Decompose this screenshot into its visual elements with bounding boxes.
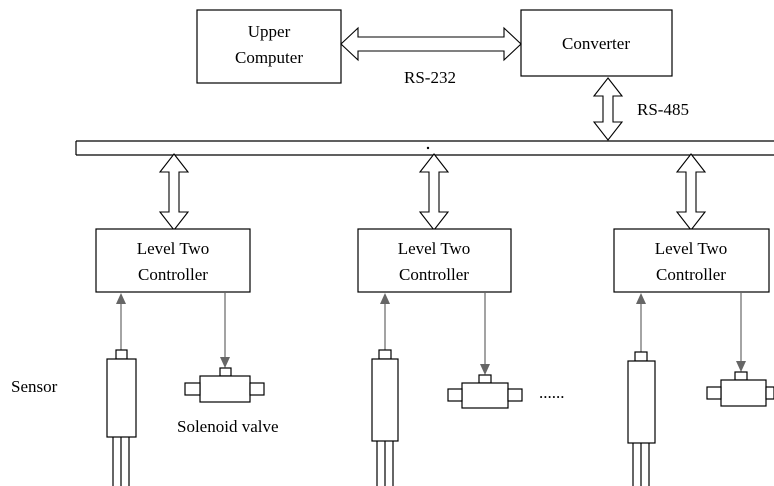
solenoid-valve-3 — [706, 371, 774, 407]
rs232-arrow — [340, 26, 522, 62]
controller-2: Level Two Controller — [357, 228, 512, 293]
signal-arrows — [116, 292, 746, 375]
upper-computer-label-line1: Upper — [248, 22, 291, 41]
controller-3-label-line2: Controller — [656, 265, 726, 284]
controller-3: Level Two Controller — [613, 228, 770, 293]
solenoid-valve-label: Solenoid valve — [177, 417, 279, 436]
sensor-3 — [627, 351, 656, 486]
sensor-label: Sensor — [11, 377, 58, 396]
solenoid-valve-1 — [184, 367, 265, 403]
controller-1-label-line2: Controller — [138, 265, 208, 284]
upper-computer-node: Upper Computer — [196, 9, 342, 84]
converter-box — [520, 9, 673, 77]
rs485-arrow — [592, 77, 624, 141]
controller-1-label-line1: Level Two — [137, 239, 210, 258]
rs232-label: RS-232 — [404, 68, 456, 87]
sensor-2 — [371, 349, 399, 486]
controller-3-box — [613, 228, 770, 293]
controller-2-label-line2: Controller — [399, 265, 469, 284]
rs485-label: RS-485 — [637, 100, 689, 119]
bus-bar — [75, 140, 774, 156]
converter-node: Converter — [520, 9, 673, 77]
upper-computer-box — [196, 9, 342, 84]
bus-arrow-1 — [159, 153, 189, 231]
controller-3-label-line1: Level Two — [655, 239, 728, 258]
controller-2-label-line1: Level Two — [398, 239, 471, 258]
bus-arrow-3 — [676, 153, 706, 231]
bus-arrow-2 — [419, 153, 449, 231]
controller-2-box — [357, 228, 512, 293]
sensor-1 — [106, 349, 137, 486]
converter-label: Converter — [562, 34, 630, 53]
upper-computer-label-line2: Computer — [235, 48, 303, 67]
controller-1-box — [95, 228, 251, 293]
solenoid-valve-2 — [447, 374, 523, 409]
controller-1: Level Two Controller — [95, 228, 251, 293]
ellipsis-label: ...... — [539, 383, 565, 402]
